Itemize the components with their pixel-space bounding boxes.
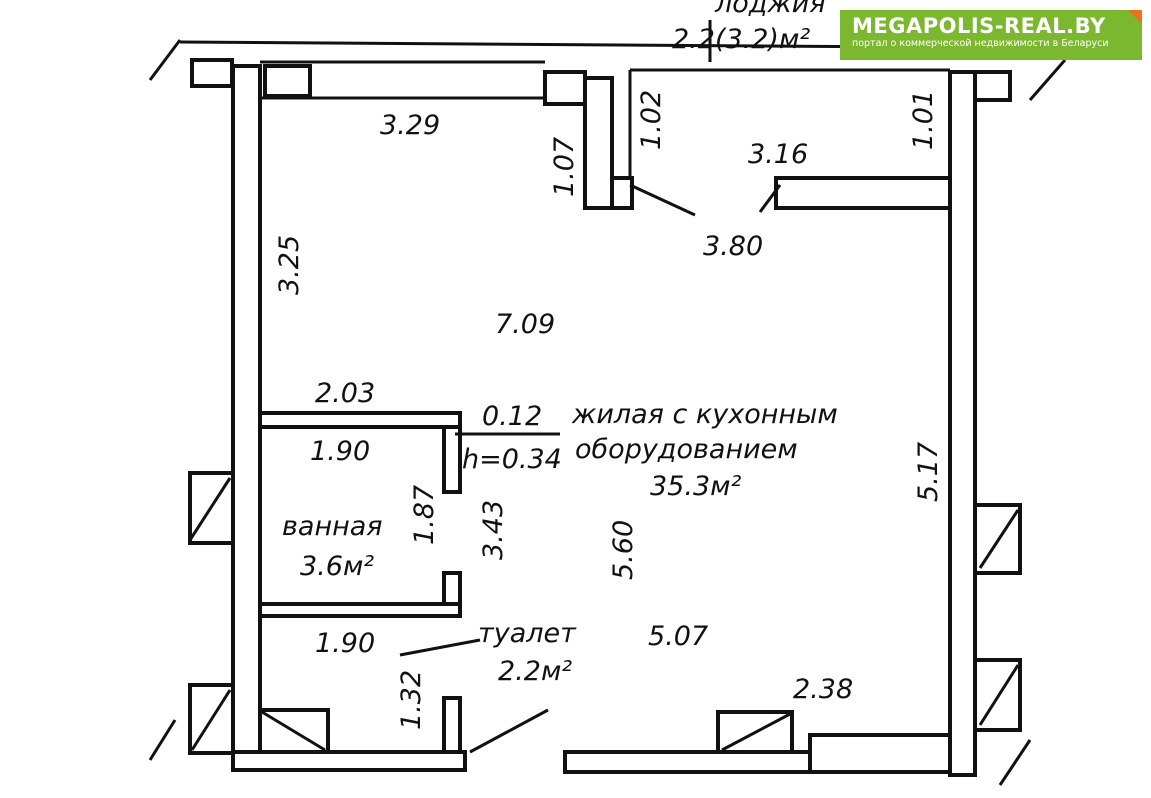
dim-loggia-depth: 1.01 (908, 90, 939, 150)
living-room-name-1: жилая с кухонным (571, 399, 838, 430)
leader-lines (188, 20, 1020, 754)
dim-toilet-depth: 1.32 (396, 670, 427, 730)
living-room-name-2: оборудованием (575, 434, 798, 465)
living-room-area: 35.3м² (650, 471, 741, 502)
loggia-label: лоджия (714, 0, 826, 19)
dim-right-wall: 5.17 (913, 442, 944, 502)
toilet-name: туалет (478, 618, 577, 649)
dim-loggia-width: 3.16 (748, 139, 808, 170)
dim-room-width: 5.60 (608, 520, 639, 580)
dim-height-step: h=0.34 (462, 444, 562, 475)
dim-bath-top: 2.03 (315, 378, 375, 409)
loggia-area: 2.2(3.2)м² (672, 24, 810, 55)
logo-subtitle: портал о коммерческой недвижимости в Бел… (852, 38, 1109, 49)
dim-top-window: 3.29 (380, 110, 440, 141)
dim-bath-depth: 1.87 (409, 485, 440, 545)
toilet-area: 2.2м² (498, 656, 572, 687)
dim-pier-left: 1.07 (549, 137, 580, 197)
dim-left-upper: 3.25 (274, 235, 305, 295)
bathroom-area: 3.6м² (300, 551, 374, 582)
site-logo: MEGAPOLIS-REAL.BY портал о коммерческой … (840, 10, 1142, 60)
dim-opening: 3.80 (703, 231, 763, 262)
dim-room-length: 7.09 (495, 309, 555, 340)
bathroom-name: ванная (282, 511, 383, 542)
logo-corner (1128, 10, 1142, 24)
logo-title: MEGAPOLIS-REAL.BY (852, 14, 1106, 38)
dim-toilet-width: 1.90 (315, 628, 375, 659)
dim-bath-inner: 1.90 (310, 436, 370, 467)
dim-offset: 0.12 (482, 401, 542, 432)
dim-entry: 2.38 (793, 674, 853, 705)
dim-corridor: 3.43 (478, 500, 509, 560)
dim-pier-right: 1.02 (636, 90, 667, 150)
dim-room-bottom: 5.07 (648, 621, 708, 652)
